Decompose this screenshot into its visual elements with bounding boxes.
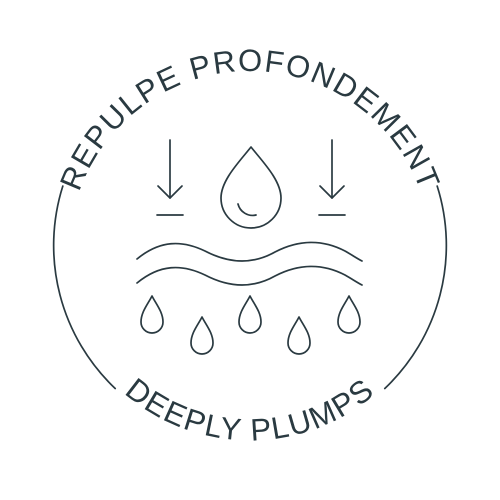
wave-icon (136, 241, 363, 286)
bottom-arc-text-path: DEEPLY PLUMPS (119, 371, 379, 448)
droplet-icon (287, 316, 311, 355)
top-arc-text-path: REPULPE PROFONDEMENT (53, 43, 446, 195)
droplet-icon (140, 295, 164, 334)
ring-left-segment (52, 185, 117, 390)
droplet-icon (238, 295, 262, 334)
arrow-down-icon (156, 139, 184, 216)
top-arc-text: REPULPE PROFONDEMENT (53, 43, 447, 195)
water-drop-icon (220, 146, 282, 229)
droplet-icon (190, 316, 214, 355)
badge-ring (52, 185, 448, 390)
arrow-down-icon (318, 139, 346, 216)
droplet-icon (337, 295, 361, 334)
bottom-arc-text: DEEPLY PLUMPS (119, 371, 380, 448)
droplets-group (140, 295, 361, 355)
ring-right-segment (383, 185, 448, 390)
